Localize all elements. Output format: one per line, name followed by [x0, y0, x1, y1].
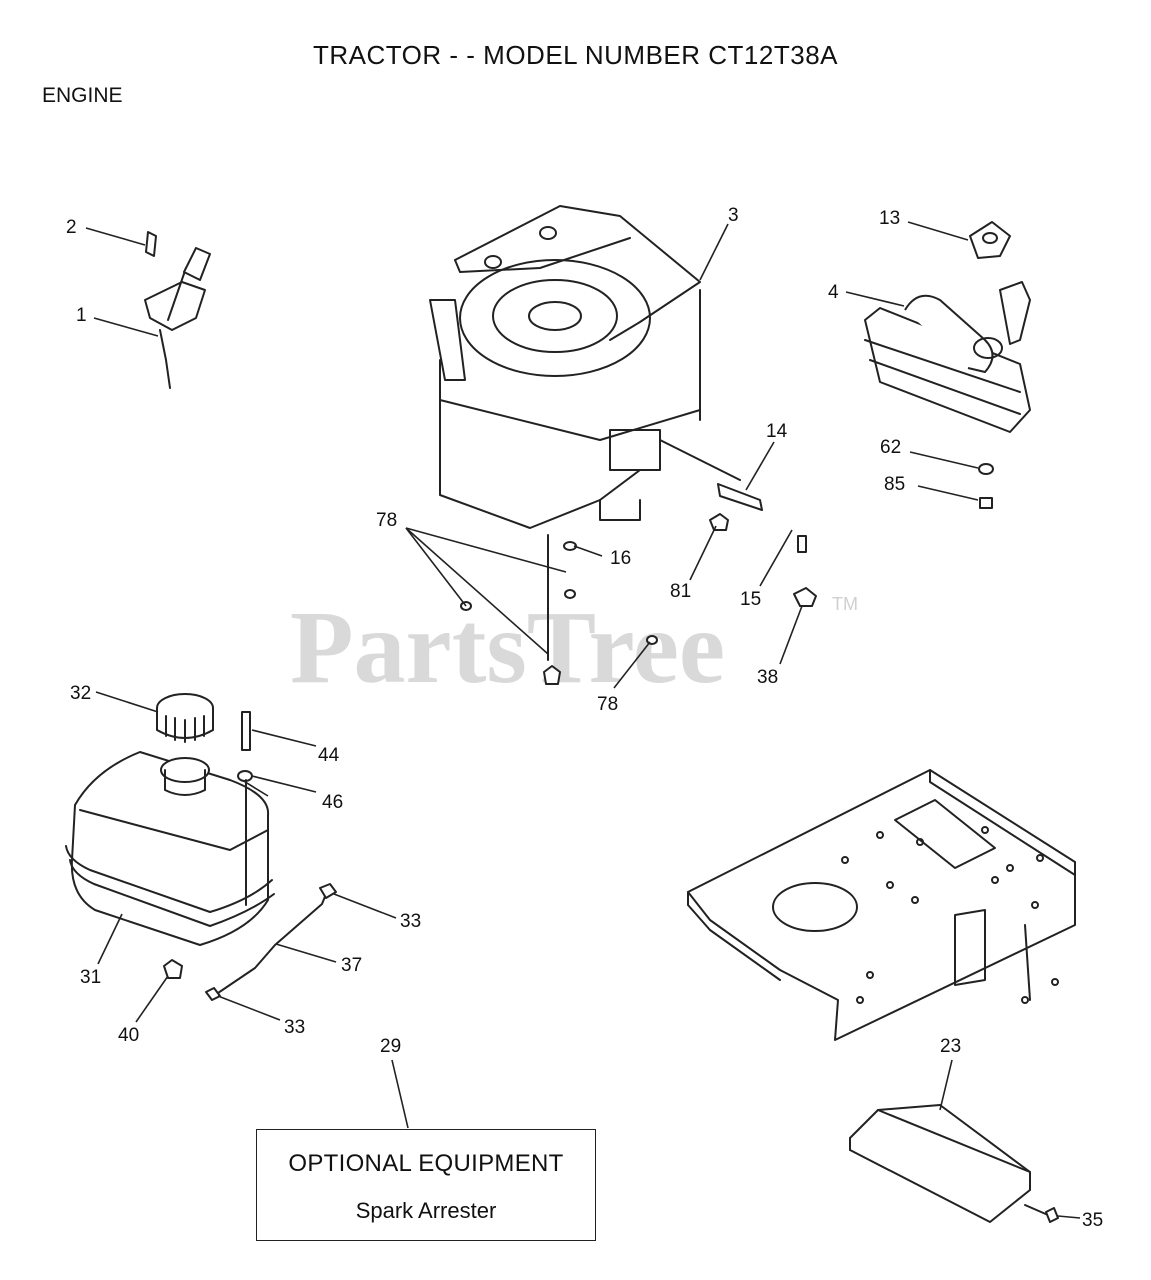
grommet-40-part[interactable]: [163, 959, 183, 979]
callout-78-lower: 78: [597, 694, 618, 715]
callout-31: 31: [80, 967, 101, 988]
diagram-title: TRACTOR - - MODEL NUMBER CT12T38A: [312, 40, 838, 70]
callout-16: 16: [610, 548, 631, 569]
callout-44: 44: [318, 745, 340, 766]
callout-14: 14: [766, 421, 788, 442]
shaft-14-part[interactable]: [717, 483, 763, 511]
strap-37-part[interactable]: [205, 883, 337, 1001]
callout-32: 32: [70, 683, 91, 704]
callout-78-upper: 78: [376, 510, 397, 531]
optional-equipment-title: OPTIONAL EQUIPMENT: [288, 1150, 564, 1177]
fuel-tank-part[interactable]: [65, 751, 275, 946]
callout-2: 2: [66, 217, 77, 238]
watermark: PartsTree: [290, 590, 725, 705]
callout-46: 46: [322, 792, 343, 813]
callout-1: 1: [76, 305, 87, 326]
callout-13: 13: [879, 208, 900, 229]
callout-38: 38: [757, 667, 778, 688]
bolt-85-part[interactable]: [979, 497, 993, 509]
callout-29: 29: [380, 1036, 401, 1057]
muffler-part[interactable]: [864, 281, 1031, 433]
nut-81-part[interactable]: [709, 513, 729, 531]
callout-23: 23: [940, 1036, 961, 1057]
spark-arrester-23-part[interactable]: [849, 1104, 1031, 1223]
leader-lines: [85, 221, 1081, 1219]
engine-mount-plate-part[interactable]: [687, 769, 1076, 1041]
section-label: ENGINE: [42, 84, 123, 107]
washer-62-part[interactable]: [978, 463, 994, 475]
callout-85: 85: [884, 474, 905, 495]
bolt-44-part[interactable]: [241, 711, 251, 751]
bolt-15-part[interactable]: [797, 535, 807, 553]
callout-35: 35: [1082, 1210, 1103, 1231]
optional-equipment-box: OPTIONAL EQUIPMENT Spark Arrester: [256, 1129, 596, 1241]
callout-81: 81: [670, 581, 691, 602]
callout-3: 3: [728, 205, 739, 226]
watermark-trademark: TM: [832, 594, 858, 614]
screw-35-part[interactable]: [1024, 1204, 1059, 1223]
callout-37: 37: [341, 955, 362, 976]
washer-46-part[interactable]: [237, 770, 253, 906]
nut-38-part[interactable]: [793, 587, 817, 607]
engine-part[interactable]: [429, 205, 741, 529]
callout-40: 40: [118, 1025, 139, 1046]
throttle-control-part[interactable]: [144, 231, 211, 389]
callout-15: 15: [740, 589, 761, 610]
callout-62: 62: [880, 437, 901, 458]
nut-13-part[interactable]: [969, 221, 1011, 259]
callout-labels: 2 1 3 13 4 14 62 85 78 16 81 15 38 78 32…: [66, 205, 1103, 1231]
spark-arrester-label: Spark Arrester: [355, 1198, 497, 1223]
callout-33-lower: 33: [284, 1017, 305, 1038]
callout-4: 4: [828, 282, 839, 303]
fuel-cap-part[interactable]: [156, 693, 214, 743]
callout-33-upper: 33: [400, 911, 421, 932]
